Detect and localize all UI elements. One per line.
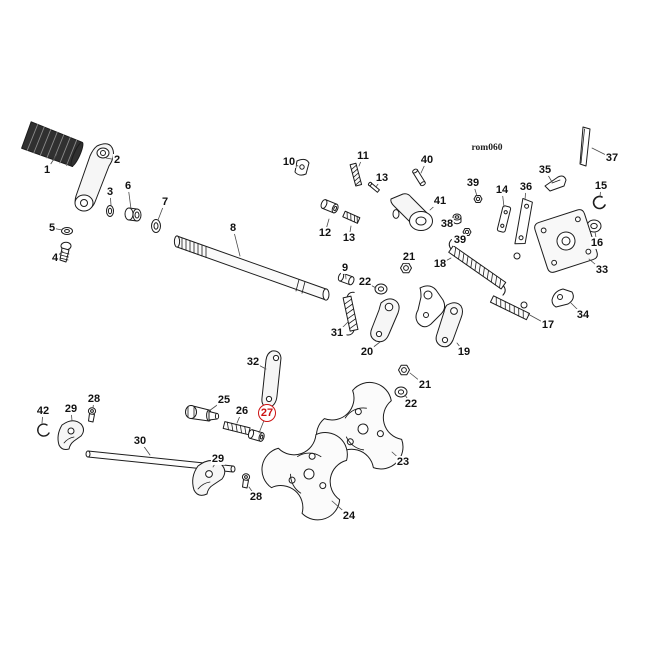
- part-spring-18: [448, 239, 507, 296]
- figure-reference-code: rom060: [470, 143, 504, 153]
- part-lever-assembly-41: [390, 193, 433, 231]
- part-rod-37: [579, 126, 591, 167]
- part-spring-26: [222, 421, 251, 436]
- part-bushing: [106, 205, 114, 217]
- part-kick-lever: [74, 143, 114, 212]
- part-spring-17: [489, 295, 530, 321]
- part-cover-33: [534, 209, 598, 273]
- part-detent-balls: [513, 252, 528, 309]
- part-clip-42: [37, 423, 50, 437]
- part-cam-plate-24: [252, 408, 374, 530]
- part-spring-13: [342, 210, 361, 224]
- part-washer-7: [151, 219, 161, 233]
- part-pawl-10: [294, 158, 310, 176]
- part-plate-14: [496, 205, 512, 233]
- part-shifter-arm-32: [261, 350, 282, 409]
- part-nut-21a: [400, 262, 412, 274]
- part-shifter-shaft: [173, 235, 330, 301]
- part-nut-39b: [462, 228, 472, 236]
- part-pin-40: [412, 168, 426, 187]
- part-lever-19: [435, 302, 463, 348]
- part-washer-5: [61, 227, 73, 235]
- part-plunger-25: [185, 405, 220, 422]
- part-circlip-15: [592, 195, 606, 210]
- part-follower-arm: [415, 285, 446, 328]
- part-nut-21b: [398, 364, 410, 376]
- part-rod-30: [85, 450, 236, 473]
- part-washer-22b: [394, 386, 408, 398]
- part-pin-13: [367, 181, 380, 193]
- part-fork-29b: [192, 460, 226, 496]
- part-spring-31: [342, 291, 359, 336]
- part-bracket-36: [514, 197, 533, 245]
- part-bolt-4: [59, 241, 72, 263]
- part-spring-11: [349, 162, 363, 187]
- part-screw-28a: [87, 407, 97, 423]
- part-lever-20: [370, 298, 400, 343]
- part-bracket-34: [551, 288, 574, 308]
- part-roller-12: [320, 199, 339, 214]
- part-pawl-29a: [57, 420, 84, 450]
- part-kick-pedal-rubber: [21, 121, 84, 168]
- part-washer-16: [586, 219, 602, 233]
- part-washer-22a: [374, 283, 388, 295]
- part-screw-28b: [241, 473, 251, 489]
- part-nut-39a: [473, 195, 483, 203]
- part-clip-35: [544, 175, 567, 192]
- part-pin-27: [247, 429, 265, 442]
- part-spacer: [124, 207, 142, 222]
- part-cam-plate-23: [310, 371, 419, 475]
